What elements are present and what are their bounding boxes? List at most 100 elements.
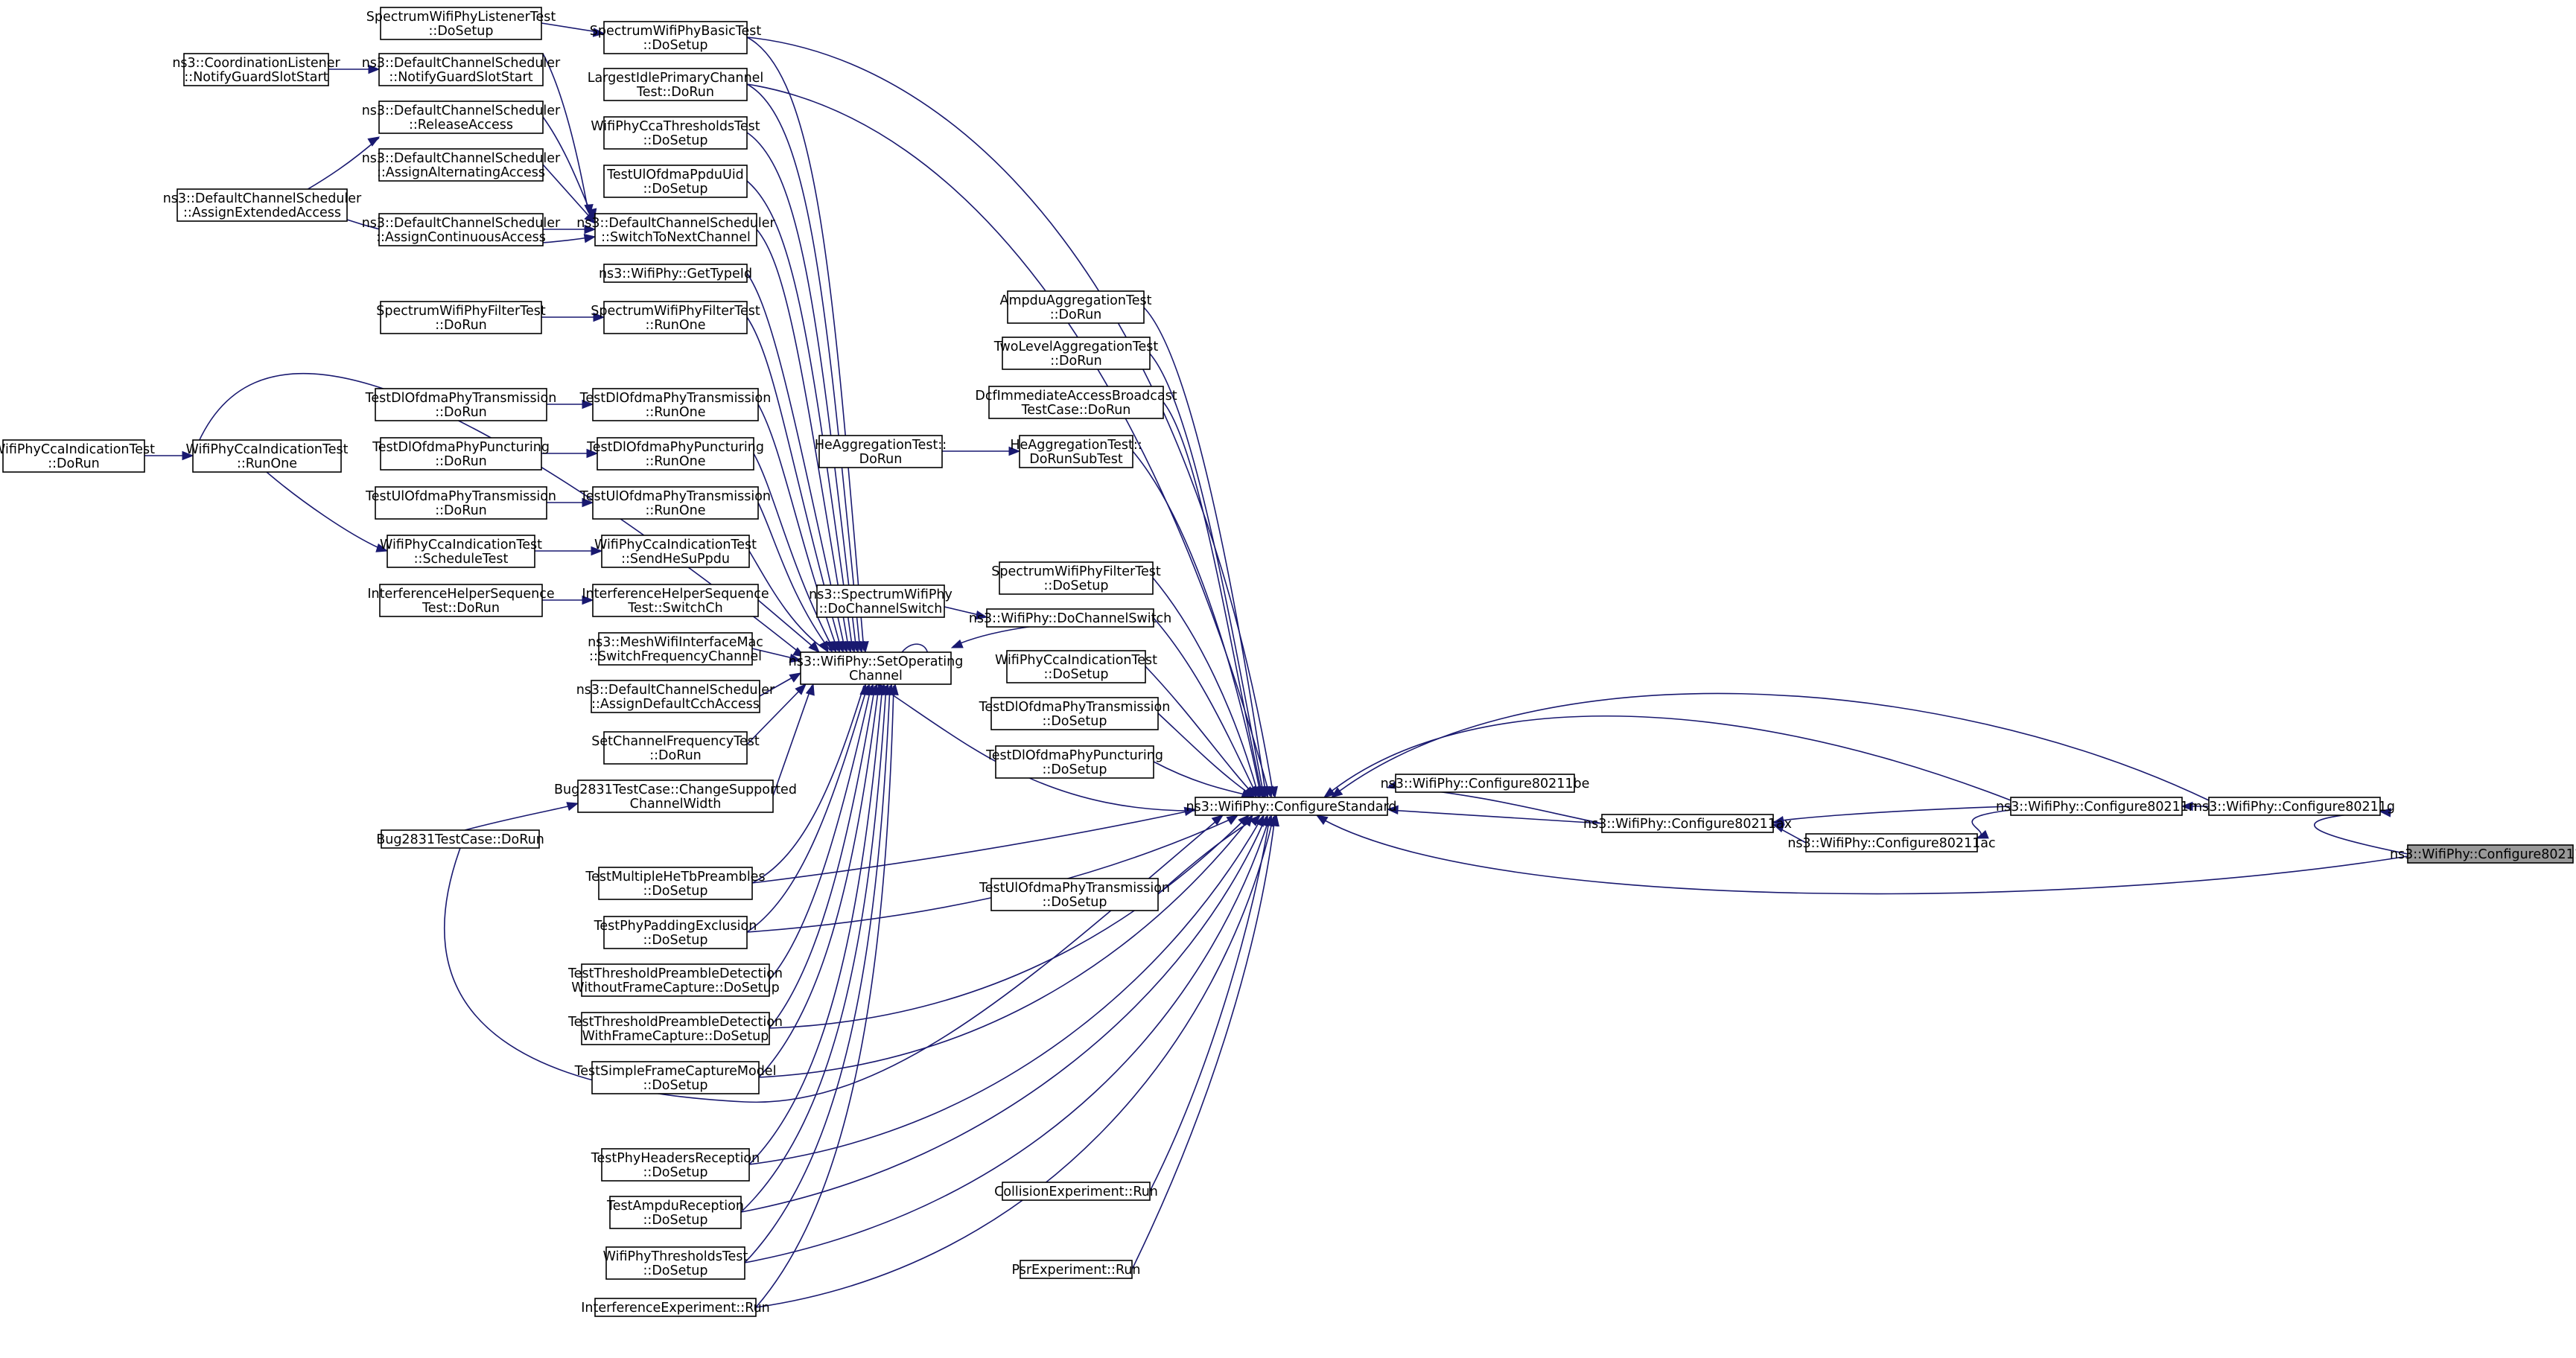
graph-node-hads[interactable]: HeAggregationTest::DoRunSubTest	[1010, 435, 1142, 468]
node-box	[597, 437, 754, 471]
graph-node-msf[interactable]: ns3::MeshWifiInterfaceMac::SwitchFrequen…	[588, 632, 763, 666]
graph-node-swfs[interactable]: SpectrumWifiPhyFilterTest::DoSetup	[991, 561, 1161, 595]
graph-node-dsn[interactable]: ns3::DefaultChannelScheduler::SwitchToNe…	[576, 213, 776, 246]
graph-node-wcir[interactable]: WifiPhyCcaIndicationTest::RunOne	[186, 439, 349, 473]
call-edge	[328, 64, 381, 74]
node-box	[598, 632, 753, 666]
graph-node-ier[interactable]: InterferenceExperiment::Run	[581, 1298, 770, 1317]
graph-node-dcf[interactable]: DcfImmediateAccessBroadcastTestCase::DoR…	[975, 386, 1177, 419]
node-box	[375, 486, 547, 520]
node-label: ns3::MeshWifiInterfaceMac	[588, 635, 763, 650]
graph-node-cer[interactable]: CollisionExperiment::Run	[994, 1182, 1158, 1201]
graph-node-tphr[interactable]: TestPhyHeadersReception::DoSetup	[591, 1148, 760, 1182]
node-label: TestUlOfdmaPpduUid	[606, 168, 744, 182]
graph-node-dra[interactable]: ns3::DefaultChannelScheduler::ReleaseAcc…	[362, 101, 561, 134]
node-label: LargestIdlePrimaryChannel	[588, 71, 764, 86]
graph-node-wcih[interactable]: WifiPhyCcaIndicationTest::SendHeSuPpdu	[594, 535, 757, 568]
graph-node-tdtd[interactable]: TestDlOfdmaPhyTransmission::DoRun	[365, 388, 557, 421]
graph-node-ttwo[interactable]: TestThresholdPreambleDetectionWithoutFra…	[567, 963, 783, 997]
graph-node-scf[interactable]: SetChannelFrequencyTest::DoRun	[591, 731, 760, 765]
graph-node-wdc[interactable]: ns3::WifiPhy::DoChannelSwitch	[969, 608, 1171, 628]
node-label: ns3::DefaultChannelScheduler	[362, 56, 561, 71]
arrow-head	[1772, 816, 1785, 826]
graph-node-daa[interactable]: ns3::DefaultChannelScheduler::AssignAlte…	[362, 148, 561, 182]
graph-node-had[interactable]: HeAggregationTest::DoRun	[815, 435, 947, 468]
node-label: Bug2831TestCase::DoRun	[376, 832, 544, 847]
graph-node-dadc[interactable]: ns3::DefaultChannelScheduler::AssignDefa…	[576, 680, 775, 713]
graph-node-dac[interactable]: ns3::DefaultChannelScheduler::AssignCont…	[362, 213, 561, 246]
graph-node-c11g[interactable]: ns3::WifiPhy::Configure80211g	[2194, 797, 2395, 816]
node-box	[603, 116, 748, 150]
call-edge	[942, 446, 1021, 456]
arrow-head	[805, 683, 815, 696]
graph-node-cln[interactable]: ns3::CoordinationListener::NotifyGuardSl…	[172, 53, 340, 86]
graph-node-dae[interactable]: ns3::DefaultChannelScheduler::AssignExte…	[163, 188, 362, 222]
graph-node-wcis[interactable]: WifiPhyCcaIndicationTest::ScheduleTest	[380, 535, 542, 568]
graph-node-c11ax[interactable]: ns3::WifiPhy::Configure80211ax	[1583, 814, 1792, 833]
node-label: ::DoRun	[435, 318, 487, 333]
graph-node-c11ac[interactable]: ns3::WifiPhy::Configure80211ac	[1787, 833, 1996, 852]
graph-node-swfd[interactable]: SpectrumWifiPhyFilterTest::DoRun	[376, 301, 546, 334]
graph-node-swl[interactable]: SpectrumWifiPhyListenerTest::DoSetup	[366, 7, 556, 40]
graph-node-bdr[interactable]: Bug2831TestCase::DoRun	[376, 829, 544, 849]
call-edge	[535, 546, 603, 556]
graph-node-tdpd[interactable]: TestDlOfdmaPhyPuncturing::DoRun	[372, 437, 550, 471]
call-edge	[542, 53, 594, 217]
call-edge	[748, 814, 1265, 1165]
graph-node-tmhe[interactable]: TestMultipleHeTbPreambles::DoSetup	[585, 867, 766, 900]
node-box	[1195, 797, 1388, 816]
graph-node-per[interactable]: PsrExperiment::Run	[1011, 1260, 1141, 1279]
graph-node-wcts[interactable]: WifiPhyCcaThresholdsTest::DoSetup	[591, 116, 760, 150]
graph-node-wcs[interactable]: ns3::WifiPhy::ConfigureStandard	[1186, 797, 1397, 816]
graph-node-tdps[interactable]: TestDlOfdmaPhyPuncturing::DoSetup	[985, 745, 1163, 779]
node-box	[2, 439, 145, 473]
graph-node-tdts[interactable]: TestDlOfdmaPhyTransmission::DoSetup	[979, 697, 1171, 730]
graph-node-wcis2[interactable]: WifiPhyCcaIndicationTest::DoSetup	[995, 650, 1157, 683]
graph-node-c11n[interactable]: ns3::WifiPhy::Configure80211n	[1996, 797, 2197, 816]
graph-node-tla[interactable]: TwoLevelAggregationTest::DoRun	[993, 337, 1159, 370]
graph-node-aat[interactable]: AmpduAggregationTest::DoRun	[1000, 290, 1152, 324]
graph-node-ttwf[interactable]: TestThresholdPreambleDetectionWithFrameC…	[567, 1012, 783, 1045]
graph-node-tuop[interactable]: TestUlOfdmaPpduUid::DoSetup	[603, 165, 748, 198]
node-label: HeAggregationTest::	[1010, 438, 1142, 453]
graph-node-bcs[interactable]: Bug2831TestCase::ChangeSupportedChannelW…	[554, 780, 797, 813]
call-edge	[1330, 692, 2210, 801]
node-label: ::DoSetup	[643, 1078, 708, 1093]
node-label: ::ReleaseAccess	[409, 118, 513, 133]
arrow-head	[584, 224, 597, 235]
graph-node-tuts[interactable]: TestUlOfdmaPhyTransmission::DoSetup	[979, 878, 1170, 911]
graph-node-wcid[interactable]: WifiPhyCcaIndicationTest::DoRun	[0, 439, 155, 473]
graph-node-swfr[interactable]: SpectrumWifiPhyFilterTest::RunOne	[591, 301, 760, 334]
node-label: ns3::WifiPhy::DoChannelSwitch	[969, 611, 1171, 626]
graph-node-sdc[interactable]: ns3::SpectrumWifiPhy::DoChannelSwitch	[809, 584, 953, 618]
call-edge	[757, 599, 820, 653]
node-box	[1007, 290, 1145, 324]
graph-node-c11be[interactable]: ns3::WifiPhy::Configure80211be	[1381, 774, 1590, 793]
node-label: InterferenceExperiment::Run	[581, 1301, 770, 1316]
graph-node-tutd[interactable]: TestUlOfdmaPhyTransmission::DoRun	[365, 486, 556, 520]
graph-node-dngs[interactable]: ns3::DefaultChannelScheduler::NotifyGuar…	[362, 53, 561, 86]
node-label: Test::SwitchCh	[627, 601, 722, 616]
graph-node-tdpr[interactable]: TestDlOfdmaPhyPuncturing::RunOne	[586, 437, 764, 471]
node-label: WithFrameCapture::DoSetup	[582, 1029, 769, 1044]
node-label: CollisionExperiment::Run	[994, 1185, 1158, 1199]
node-label: ::DoSetup	[429, 24, 494, 39]
graph-node-swb[interactable]: SpectrumWifiPhyBasicTest::DoSetup	[590, 21, 762, 54]
graph-node-c11b[interactable]: ns3::WifiPhy::Configure80211b	[2390, 844, 2576, 864]
graph-node-tutr[interactable]: TestUlOfdmaPhyTransmission::RunOne	[579, 486, 771, 520]
node-label: ::DoSetup	[1043, 895, 1107, 910]
graph-node-tar[interactable]: TestAmpduReception::DoSetup	[606, 1196, 744, 1229]
graph-node-tsfc[interactable]: TestSimpleFrameCaptureModel::DoSetup	[574, 1061, 777, 1094]
node-label: ns3::WifiPhy::ConfigureStandard	[1186, 800, 1397, 815]
graph-node-wpt[interactable]: WifiPhyThresholdsTest::DoSetup	[603, 1246, 748, 1280]
arrow-head	[1211, 815, 1224, 826]
node-label: ::DoSetup	[643, 133, 708, 148]
graph-node-gti[interactable]: ns3::WifiPhy::GetTypeId	[599, 264, 752, 283]
graph-node-tppe[interactable]: TestPhyPaddingExclusion::DoSetup	[594, 916, 757, 949]
graph-node-tdtr[interactable]: TestDlOfdmaPhyTransmission::RunOne	[579, 388, 772, 421]
node-box	[375, 388, 547, 421]
